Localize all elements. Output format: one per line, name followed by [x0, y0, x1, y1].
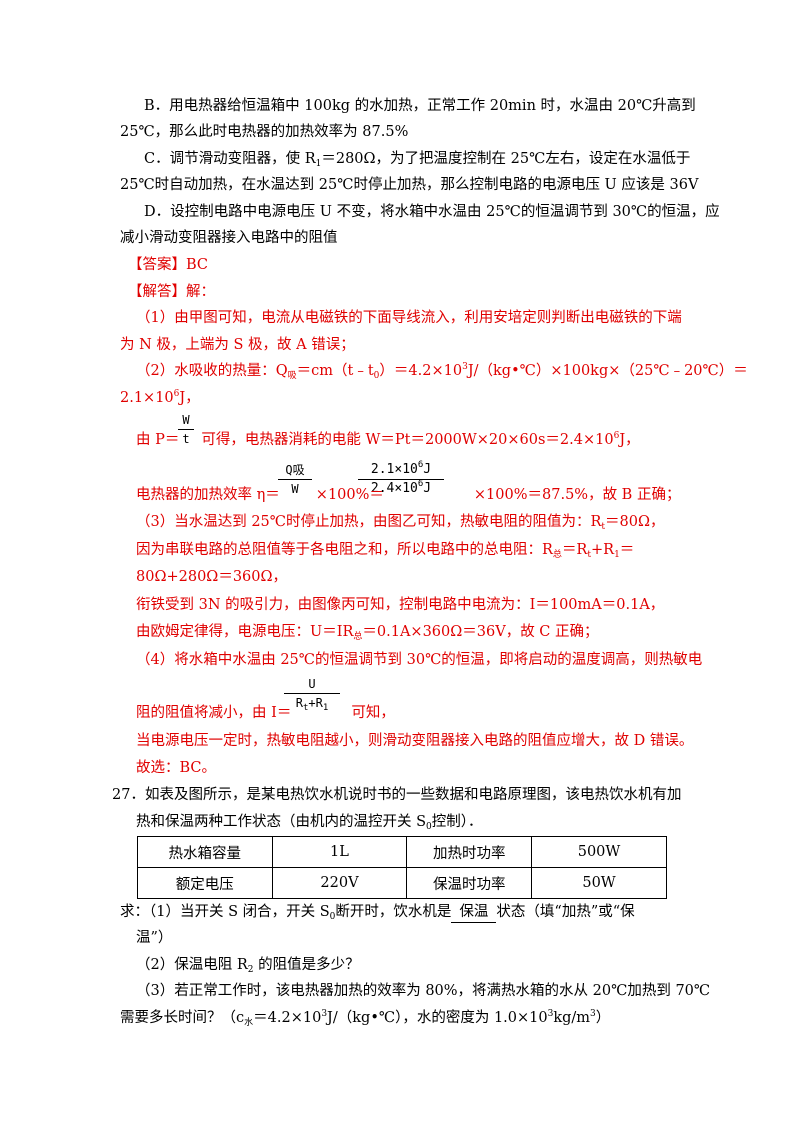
analysis-p2-line2: 2.1×106J，	[120, 389, 200, 407]
table-cell: 500W	[531, 836, 667, 868]
table-cell: 220V	[271, 867, 408, 899]
spec-table: 热水箱容量 1L 加热时功率 500W 额定电压 220V 保温时功率 50W	[137, 836, 667, 899]
analysis-p3-line5: 由欧姆定律得，电源电压：U＝IR总＝0.1A×360Ω＝36V，故 C 正确；	[136, 624, 599, 642]
analysis-p2-line3: 由 P＝可得，电热器消耗的电能 W＝Pt＝2000W×20×60s＝2.4×10…	[136, 431, 640, 449]
fraction-ohm: U Rt+R1	[284, 676, 340, 713]
fraction-bar	[284, 693, 340, 694]
option-b-line1: B．用电热器给恒温箱中 100kg 的水加热，正常工作 20min 时，水温由 …	[144, 98, 696, 114]
q27-sub2: （2）保温电阻 R2 的阻值是多少？	[136, 957, 360, 975]
analysis-p4-line3: 当电源电压一定时，热敏电阻越小，则滑动变阻器接入电路的阻值应增大，故 D 错误。	[136, 733, 694, 749]
option-d-line2: 减小滑动变阻器接入电路中的阻值	[120, 230, 338, 246]
option-b-line2: 25℃，那么此时电热器的加热效率为 87.5%	[120, 124, 409, 140]
analysis-p3-line2: 因为串联电路的总阻值等于各电阻之和，所以电路中的总电阻：R总＝Rt+R1＝	[136, 542, 635, 560]
table-cell: 额定电压	[137, 867, 273, 899]
fraction-numerator: Q吸	[285, 463, 305, 477]
q27-line2: 热和保温两种工作状态（由机内的温控开关 S0控制）．	[136, 814, 483, 832]
table-cell: 加热时功率	[406, 836, 533, 868]
fraction-denominator: W	[291, 482, 299, 496]
analysis-p1-line2: 为 N 极，上端为 S 极，故 A 错误；	[120, 337, 355, 353]
analysis-p3-line1: （3）当水温达到 25℃时停止加热，由图乙可知，热敏电阻的阻值为：Rt＝80Ω，	[136, 514, 665, 532]
table-cell: 50W	[531, 867, 667, 899]
fraction-denominator: 2.4×106J	[370, 479, 432, 497]
fraction-energy: 2.1×106J 2.4×106J	[358, 460, 444, 497]
analysis-p4-line1: （4）将水箱中水温由 25℃的恒温调节到 30℃的恒温，即将启动的温度调高，则热…	[136, 652, 703, 668]
fraction-bar	[278, 479, 312, 480]
analysis-p4-line2: 阻的阻值将减小，由 I＝可知，	[136, 705, 395, 721]
fraction-w-over-t: W t	[178, 412, 194, 447]
q27-sub1-line2: 温”）	[136, 930, 173, 946]
answer-line: 【答案】BC	[128, 257, 209, 273]
answer-blank: 保温	[451, 902, 497, 923]
fraction-q-over-w: Q吸 W	[278, 462, 312, 497]
table-row: 热水箱容量 1L 加热时功率 500W	[137, 836, 667, 868]
q27-sub1-line1: 求：（1）当开关 S 闭合，开关 S0断开时，饮水机是保温状态（填“加热”或“保	[120, 902, 635, 923]
table-cell: 1L	[271, 836, 408, 868]
q27-line1: 27．如表及图所示，是某电热饮水机说时书的一些数据和电路原理图，该电热饮水机有加	[112, 787, 682, 803]
option-c-line1: C．调节滑动变阻器，使 R1＝280Ω，为了把温度控制在 25℃左右，设定在水温…	[144, 151, 691, 169]
fraction-denominator: Rt+R1	[295, 696, 329, 713]
analysis-p3-line4: 衔铁受到 3N 的吸引力，由图像丙可知，控制电路中电流为：I＝100mA＝0.1…	[136, 597, 665, 613]
fraction-numerator: 2.1×106J	[370, 460, 432, 478]
fraction-bar	[358, 479, 444, 480]
fraction-denominator: t	[182, 432, 190, 446]
q27-sub3-line1: （3）若正常工作时，该电热器加热的效率为 80%，将满热水箱的水从 20℃加热到…	[136, 983, 711, 999]
table-row: 额定电压 220V 保温时功率 50W	[137, 867, 667, 899]
analysis-p1-line1: （1）由甲图可知，电流从电磁铁的下面导线流入，利用安培定则判断出电磁铁的下端	[136, 310, 682, 326]
analysis-p2-line1: （2）水吸收的热量：Q吸＝cm（t﹣t0）＝4.2×103J/（kg•℃）×10…	[136, 362, 748, 381]
fraction-numerator: U	[308, 677, 316, 691]
table-cell: 热水箱容量	[137, 836, 273, 868]
fraction-numerator: W	[182, 413, 190, 427]
option-d-line1: D．设控制电路中电源电压 U 不变，将水箱中水温由 25℃的恒温调节到 30℃的…	[144, 204, 720, 220]
analysis-header: 【解答】解：	[128, 284, 215, 300]
q27-sub3-line2: 需要多长时间？（c水＝4.2×103J/（kg•℃），水的密度为 1.0×103…	[120, 1009, 611, 1028]
analysis-p2-line4: 电热器的加热效率 η＝×100%＝×100%＝87.5%，故 B 正确；	[136, 487, 681, 503]
analysis-conclusion: 故选：BC。	[136, 760, 217, 776]
fraction-bar	[178, 429, 194, 430]
analysis-p3-line3: 80Ω+280Ω＝360Ω，	[136, 569, 288, 585]
option-c-line2: 25℃时自动加热，在水温达到 25℃时停止加热，那么控制电路的电源电压 U 应该…	[120, 177, 699, 193]
table-cell: 保温时功率	[406, 867, 533, 899]
